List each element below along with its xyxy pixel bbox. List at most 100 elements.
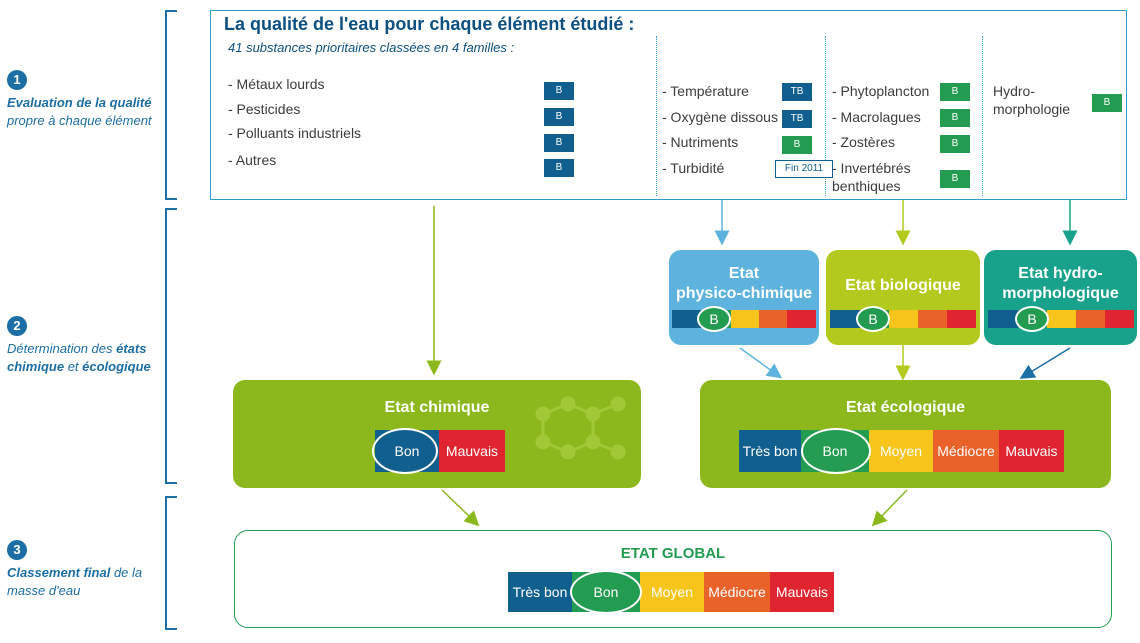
scale-cell-moyen: Moyen xyxy=(869,430,933,472)
column-separator xyxy=(656,36,657,196)
chem-badge: B xyxy=(544,134,574,152)
etat-ecologique-title: Etat écologique xyxy=(845,399,966,416)
physico-badge: Fin 2011 xyxy=(775,160,833,178)
step-3-text-a: Classement final xyxy=(7,565,111,580)
scale-cell xyxy=(1076,310,1105,328)
physico-item: - Turbidité xyxy=(662,160,725,176)
etat-physico-title-line1: Etat xyxy=(728,265,760,282)
scale-cell-mauvais: Mauvais xyxy=(999,430,1064,472)
bio-item: benthiques xyxy=(832,178,901,194)
column-separator xyxy=(982,36,983,196)
physico-item: - Oxygène dissous xyxy=(662,109,778,125)
bio-badge: B xyxy=(940,170,970,188)
chem-item: - Pesticides xyxy=(228,101,301,117)
panel-subtitle: 41 substances prioritaires classées en 4… xyxy=(228,40,515,55)
step-3-text-b: de la xyxy=(110,565,143,580)
brace-step-1 xyxy=(165,10,177,200)
scale-cell xyxy=(1047,310,1076,328)
chem-item: - Autres xyxy=(228,152,277,168)
global-rating-ellipse xyxy=(570,570,642,614)
scale-cell-mediocre: Médiocre xyxy=(933,430,999,472)
scale-cell xyxy=(947,310,976,328)
physico-item: - Température xyxy=(662,83,749,99)
bio-scale xyxy=(830,310,976,328)
bio-badge: B xyxy=(940,83,970,101)
scale-cell-mediocre: Médiocre xyxy=(704,572,770,612)
quality-panel xyxy=(210,10,1127,200)
etat-biologique-box: Etat biologique B xyxy=(826,250,980,345)
step-1-label: Evaluation de la qualité propre à chaque… xyxy=(7,94,152,130)
etat-chimique-title: Etat chimique xyxy=(384,399,490,416)
scale-cell-mauvais: Mauvais xyxy=(439,430,505,472)
etat-physico-chimique-box: Etat physico-chimique B xyxy=(669,250,819,345)
bio-rating-ellipse: B xyxy=(856,306,890,332)
bio-badge: B xyxy=(940,109,970,127)
bio-badge: B xyxy=(940,135,970,153)
physico-rating-ellipse: B xyxy=(697,306,731,332)
scale-cell xyxy=(988,310,1018,328)
physico-badge: TB xyxy=(782,110,812,128)
molecule-decoration xyxy=(535,396,626,460)
scale-cell-moyen: Moyen xyxy=(640,572,704,612)
physico-badge: TB xyxy=(782,83,812,101)
column-separator xyxy=(825,36,826,196)
etat-hydro-title-line1: Etat hydro- xyxy=(1018,265,1103,282)
etat-chimique-box: Etat chimique Bon Mauvais xyxy=(233,380,641,488)
step-2-text-d: et xyxy=(64,359,83,374)
chem-badge: B xyxy=(544,159,574,177)
step-1-line1: Evaluation de la qualité xyxy=(7,95,152,110)
global-scale: Très bon Bon Moyen Médiocre Mauvais xyxy=(508,572,834,612)
brace-step-2 xyxy=(165,208,177,484)
step-2-text-c: chimique xyxy=(7,359,65,374)
chem-item: - Polluants industriels xyxy=(228,125,362,141)
scale-cell xyxy=(830,310,860,328)
chem-badge: B xyxy=(544,108,574,126)
bio-item: - Macrolagues xyxy=(832,109,921,125)
hydro-badge: B xyxy=(1092,94,1122,112)
scale-cell xyxy=(787,310,816,328)
physico-badge: B xyxy=(782,136,812,154)
scale-cell xyxy=(731,310,759,328)
chem-item: - Métaux lourds xyxy=(228,76,325,92)
scale-cell xyxy=(889,310,918,328)
scale-cell xyxy=(918,310,947,328)
step-2-text-a: Détermination des xyxy=(7,341,117,356)
etat-hydro-title-line2: morphologique xyxy=(1002,285,1119,302)
scale-cell-mauvais: Mauvais xyxy=(770,572,834,612)
ecologique-rating-ellipse xyxy=(801,428,871,474)
etat-bio-title: Etat biologique xyxy=(845,277,961,294)
ecologique-scale: Très bon Bon Moyen Médiocre Mauvais xyxy=(739,430,1064,472)
etat-ecologique-box: Etat écologique Très bon Bon Moyen Médio… xyxy=(700,380,1111,488)
etat-physico-title-line2: physico-chimique xyxy=(675,285,813,302)
step-3-number: 3 xyxy=(7,540,27,560)
step-1-number: 1 xyxy=(7,70,27,90)
scale-cell xyxy=(672,310,702,328)
panel-title: La qualité de l'eau pour chaque élément … xyxy=(224,14,635,34)
scale-cell-tres-bon: Très bon xyxy=(508,572,572,612)
step-2-text-b: états xyxy=(116,341,147,356)
scale-cell xyxy=(1105,310,1134,328)
physico-item: - Nutriments xyxy=(662,134,739,150)
brace-step-3 xyxy=(165,496,177,630)
step-1-line2: propre à chaque élément xyxy=(7,113,152,128)
etat-hydromorphologique-box: Etat hydro- morphologique B xyxy=(984,250,1137,345)
scale-cell-tres-bon: Très bon xyxy=(739,430,801,472)
hydro-scale xyxy=(988,310,1134,328)
hydro-item: Hydro- xyxy=(993,83,1036,99)
bio-item: - Zostères xyxy=(832,134,896,150)
hydro-rating-ellipse: B xyxy=(1015,306,1049,332)
chem-badge: B xyxy=(544,82,574,100)
chimique-rating-ellipse xyxy=(372,428,438,474)
step-3-text-c: masse d'eau xyxy=(7,583,81,598)
scale-cell xyxy=(759,310,787,328)
step-2-number: 2 xyxy=(7,316,27,336)
step-2-text-e: écologique xyxy=(82,359,151,374)
step-3-label: Classement final de la masse d'eau xyxy=(7,564,142,600)
bio-item: - Invertébrés xyxy=(832,160,911,176)
bio-item: - Phytoplancton xyxy=(832,83,930,99)
step-2-label: Détermination des états chimique et écol… xyxy=(7,340,151,376)
hydro-item: morphologie xyxy=(993,101,1071,117)
physico-scale xyxy=(672,310,816,328)
etat-global-title: ETAT GLOBAL xyxy=(620,545,726,562)
